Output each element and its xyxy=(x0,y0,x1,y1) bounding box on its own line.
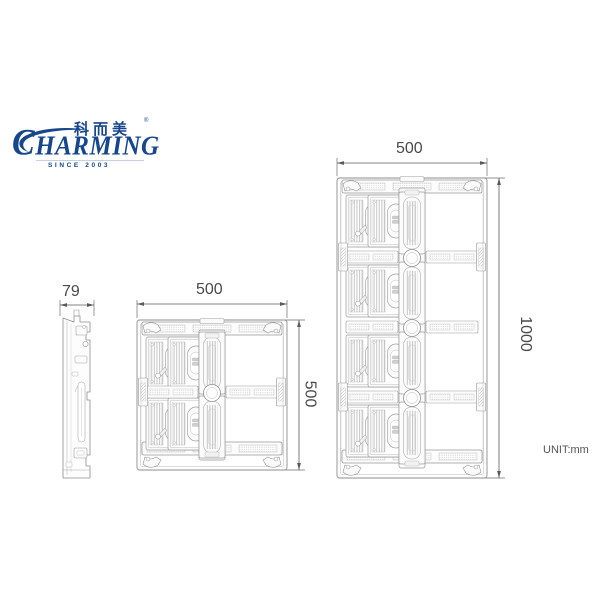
central-spine xyxy=(398,187,426,469)
company-logo: 科而美 ® CHARMING SINCE 2003 xyxy=(12,118,160,180)
logo-chinese-name: 科而美 xyxy=(74,120,132,138)
dimension-label-panel500-width: 500 xyxy=(196,281,223,298)
dimension-79 xyxy=(59,300,95,316)
side-profile-view xyxy=(59,300,95,479)
trademark-icon: ® xyxy=(144,118,149,124)
power-data-bus xyxy=(338,242,486,412)
unit-note: UNIT:mm xyxy=(543,444,589,456)
cabinet-500x500-rear-view xyxy=(136,300,305,471)
cable-port-icon xyxy=(403,319,421,337)
cabinet-500x1000-rear-view xyxy=(336,158,505,479)
logo-initial: C xyxy=(12,123,36,164)
dimension-label-panel1000-width: 500 xyxy=(396,140,423,157)
dimension-label-side-width: 79 xyxy=(62,283,80,300)
power-data-bus xyxy=(138,377,286,407)
side-profile-outline xyxy=(62,309,91,479)
corner-fittings xyxy=(342,180,482,476)
swoosh-icon xyxy=(19,127,90,152)
logo-divider xyxy=(36,160,144,161)
cable-port-icon xyxy=(203,384,221,402)
dimension-500-width-panel1000 xyxy=(336,158,488,176)
cabinet-outer-frame xyxy=(336,177,488,479)
dimension-500-width-panel500 xyxy=(136,300,288,318)
cabinet-outer-frame xyxy=(136,319,288,471)
dimension-label-panel500-height: 500 xyxy=(301,380,319,408)
dimension-1000-height-panel1000 xyxy=(483,177,505,479)
cable-port-icon xyxy=(403,249,421,267)
dimension-label-panel1000-height: 1000 xyxy=(516,316,534,352)
cable-port-icon xyxy=(403,389,421,407)
module-grid xyxy=(345,194,425,458)
logo-tagline: SINCE 2003 xyxy=(48,162,111,169)
logo-brand-rest: HARMING xyxy=(35,132,160,162)
module-grid xyxy=(145,336,225,451)
central-spine xyxy=(198,329,226,461)
logo-brand-name: CHARMING xyxy=(12,125,160,162)
corner-fittings xyxy=(142,322,282,468)
